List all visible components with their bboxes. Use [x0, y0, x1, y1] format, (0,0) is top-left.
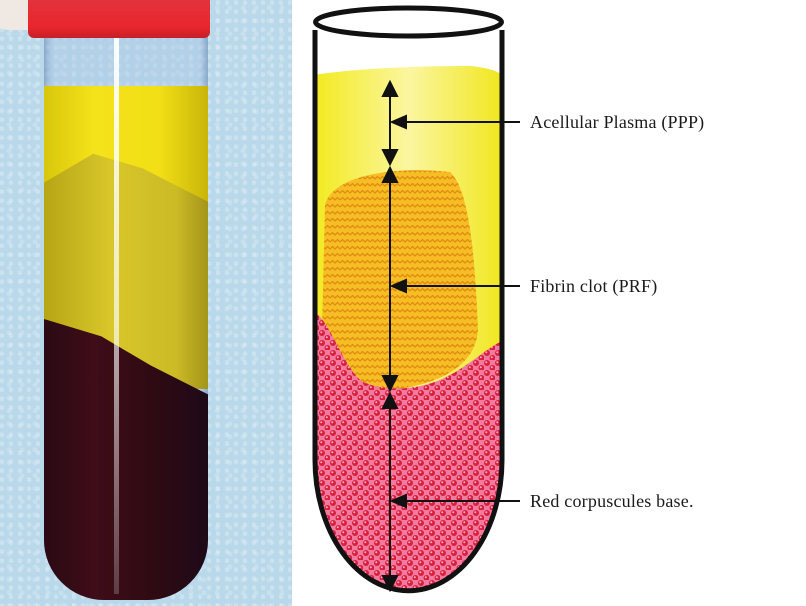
tube-cap — [28, 0, 210, 38]
photo-panel — [0, 0, 292, 606]
glass-reflection — [114, 34, 119, 594]
label-fibrin-clot: Fibrin clot (PRF) — [530, 276, 658, 296]
prf-clot — [322, 170, 478, 390]
tube-contents — [315, 66, 502, 591]
label-red-corpuscules: Red corpuscules base. — [530, 491, 694, 511]
tube-outline — [312, 30, 505, 594]
rbc-layer — [315, 310, 502, 591]
photo-tube — [44, 34, 208, 600]
tube-rim — [313, 5, 504, 39]
measurement-arrows — [381, 79, 520, 593]
label-acellular-plasma: Acellular Plasma (PPP) — [530, 112, 705, 132]
